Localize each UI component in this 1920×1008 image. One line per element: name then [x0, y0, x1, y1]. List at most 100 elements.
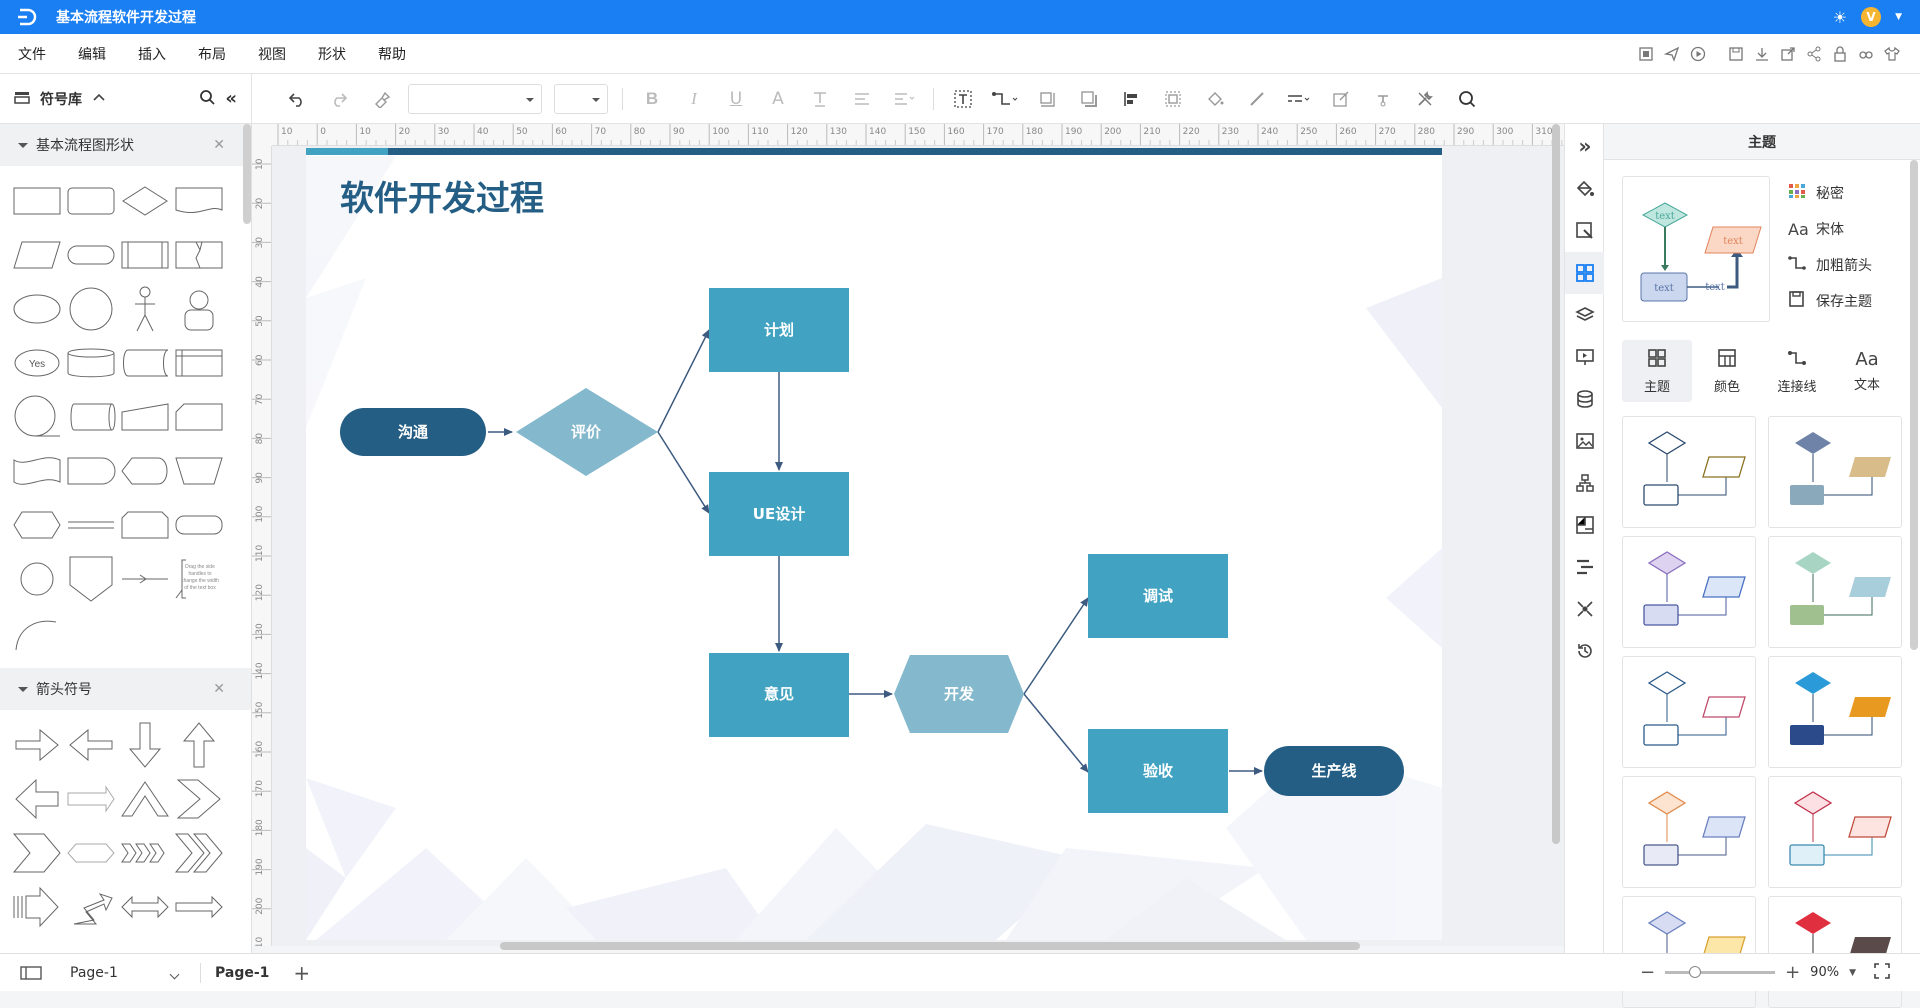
manual-input-shape[interactable] [118, 390, 172, 444]
off-page-ref-shape[interactable] [64, 552, 118, 606]
loop-limit-shape[interactable] [118, 498, 172, 552]
theme-card[interactable] [1768, 536, 1902, 648]
page-tab[interactable]: Page-1 [215, 964, 270, 981]
data-shape[interactable] [10, 228, 64, 282]
collapse-library-icon[interactable] [92, 91, 106, 106]
menu-edit[interactable]: 编辑 [78, 46, 106, 63]
vip-badge-icon[interactable]: V [1861, 7, 1882, 27]
process-shape[interactable] [10, 174, 64, 228]
canvas-area[interactable]: 软件开发过程 沟通 评价 [272, 146, 1564, 946]
align-icon[interactable] [841, 83, 883, 115]
canvas-vertical-scrollbar[interactable] [1552, 124, 1560, 844]
document-shape[interactable] [172, 174, 226, 228]
display-shape[interactable] [118, 444, 172, 498]
zoom-dropdown-icon[interactable]: ▼ [1849, 967, 1856, 978]
zoom-slider[interactable] [1665, 966, 1776, 978]
bring-front-icon[interactable] [1026, 83, 1068, 115]
page-select[interactable]: Page-1 [70, 965, 170, 981]
tab-text[interactable]: Aa 文本 [1832, 340, 1902, 402]
send-icon[interactable] [1664, 46, 1680, 62]
group-icon[interactable] [1152, 83, 1194, 115]
on-page-ref-shape[interactable] [10, 552, 64, 606]
striped-arrow-shape[interactable] [10, 880, 64, 934]
gantt-icon[interactable] [1565, 546, 1605, 588]
diagram-page[interactable]: 软件开发过程 沟通 评价 [306, 148, 1442, 940]
tab-theme[interactable]: 主题 [1622, 340, 1692, 402]
delay-shape[interactable] [64, 444, 118, 498]
yes-shape[interactable]: Yes [10, 336, 64, 390]
edit-shape-icon[interactable] [1320, 83, 1362, 115]
menu-view[interactable]: 视图 [258, 46, 286, 63]
lock-shape-icon[interactable] [1362, 83, 1404, 115]
loop-shape[interactable] [172, 228, 226, 282]
double-arrow-shape[interactable] [118, 880, 172, 934]
theme-card[interactable] [1768, 896, 1902, 1008]
tab-color[interactable]: 颜色 [1692, 340, 1762, 402]
parallel-shape[interactable] [64, 498, 118, 552]
page-list-icon[interactable] [20, 966, 42, 984]
library-section-basic-flowchart[interactable]: 基本流程图形状 ✕ [0, 124, 251, 166]
node-development[interactable]: 开发 [894, 655, 1024, 733]
theme-toggle-icon[interactable]: ☀ [1832, 7, 1848, 27]
image-icon[interactable] [1565, 420, 1605, 462]
curved-arrow-shape[interactable] [64, 880, 118, 934]
data-icon[interactable] [1565, 378, 1605, 420]
card-shape[interactable] [172, 390, 226, 444]
double-chevron-shape[interactable] [172, 826, 226, 880]
tape-shape[interactable] [10, 444, 64, 498]
rounded-rect-shape[interactable] [64, 174, 118, 228]
hexagon-arrow-shape[interactable] [64, 826, 118, 880]
app-logo-icon[interactable] [14, 4, 40, 30]
preparation-shape[interactable] [10, 498, 64, 552]
arrow-line-shape[interactable] [118, 552, 172, 606]
tools-icon[interactable] [1404, 83, 1446, 115]
menu-help[interactable]: 帮助 [378, 46, 406, 63]
download-icon[interactable] [1754, 46, 1770, 62]
history-icon[interactable] [1565, 630, 1605, 672]
circle-shape[interactable] [64, 282, 118, 336]
theme-option-save[interactable]: 保存主题 [1788, 291, 1872, 310]
theme-card[interactable] [1622, 416, 1756, 528]
underline-icon[interactable]: U [729, 88, 743, 109]
save-icon[interactable] [1728, 46, 1744, 62]
line-spacing-icon[interactable] [883, 83, 925, 115]
tab-connector[interactable]: 连接线 [1762, 340, 1832, 402]
menu-shape[interactable]: 形状 [318, 46, 346, 63]
font-color-icon[interactable]: A [772, 88, 784, 109]
chevron-up-shape[interactable] [118, 772, 172, 826]
theme-option-color[interactable]: 秘密 [1788, 184, 1872, 202]
font-family-select[interactable] [408, 83, 542, 114]
diagram-title[interactable]: 软件开发过程 [340, 179, 544, 219]
node-communication[interactable]: 沟通 [340, 408, 486, 456]
stored-data-shape[interactable] [118, 336, 172, 390]
redo-icon[interactable] [318, 83, 360, 115]
node-feedback[interactable]: 意见 [709, 653, 849, 737]
style-icon[interactable] [1565, 210, 1605, 252]
mindmap-icon[interactable] [1565, 588, 1605, 630]
chevron-shape[interactable] [10, 826, 64, 880]
multi-chevron-shape[interactable] [118, 826, 172, 880]
canvas-horizontal-scrollbar[interactable] [500, 942, 1360, 950]
line-color-icon[interactable] [1236, 83, 1278, 115]
arrow-up-shape[interactable] [172, 718, 226, 772]
account-dropdown-icon[interactable]: ▼ [1895, 12, 1902, 22]
skin-icon[interactable] [1884, 46, 1900, 62]
org-chart-icon[interactable] [1565, 462, 1605, 504]
theme-card[interactable] [1768, 776, 1902, 888]
theme-option-font[interactable]: Aa 宋体 [1788, 220, 1872, 239]
connector-circle-shape[interactable] [10, 390, 64, 444]
play-icon[interactable] [1690, 46, 1706, 62]
format-painter-icon[interactable] [360, 83, 402, 115]
predefined-process-shape[interactable] [118, 228, 172, 282]
fit-screen-icon[interactable] [1638, 46, 1654, 62]
collaborate-icon[interactable] [1858, 46, 1874, 62]
node-production[interactable]: 生产线 [1264, 746, 1404, 796]
arrow-left-shape[interactable] [64, 718, 118, 772]
zoom-out-icon[interactable]: − [1639, 962, 1656, 983]
node-debug[interactable]: 调试 [1088, 554, 1228, 638]
node-evaluation[interactable]: 评价 [516, 388, 658, 476]
ellipse-shape[interactable] [10, 282, 64, 336]
line-style-icon[interactable] [1278, 83, 1320, 115]
stadium-shape[interactable] [172, 498, 226, 552]
